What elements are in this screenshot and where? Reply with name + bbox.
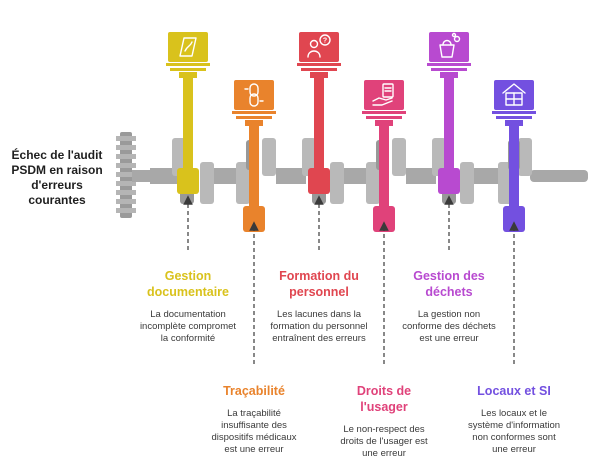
piston-ring — [301, 68, 337, 71]
piston-skirt — [505, 120, 523, 126]
piston-6 — [492, 80, 536, 232]
piston-ring — [236, 116, 272, 119]
piston-head — [234, 80, 274, 110]
cause-title: Droits de l'usager — [356, 384, 412, 414]
piston-5 — [427, 32, 471, 194]
piston-ring — [166, 63, 210, 66]
connecting-rod — [509, 122, 519, 210]
waste-bag-icon — [439, 32, 461, 58]
piston-head — [299, 32, 339, 62]
piston-2 — [232, 80, 276, 232]
piston-ring — [431, 68, 467, 71]
cause-label: Gestion documentaire La documentation inc… — [138, 268, 238, 345]
piston-ring — [496, 116, 532, 119]
rod-big-end — [438, 168, 460, 194]
connecting-rod — [444, 74, 454, 172]
rod-big-end — [373, 206, 395, 232]
cause-description: Les locaux et le système d'information n… — [467, 408, 561, 455]
cause-label: Locaux et SI Les locaux et le système d'i… — [466, 383, 562, 456]
cause-title: Formation du personnel — [279, 269, 359, 299]
cause-label: Gestion des déchets La gestion non confor… — [399, 268, 499, 345]
chain-link-icon — [244, 83, 264, 107]
piston-skirt — [179, 72, 197, 78]
rod-big-end — [243, 206, 265, 232]
cause-title: Traçabilité — [223, 384, 285, 398]
piston-1 — [166, 32, 210, 194]
cause-label: Traçabilité La traçabilité insuffisante d… — [209, 383, 299, 456]
rod-big-end — [503, 206, 525, 232]
cause-description: La gestion non conforme des déchets est … — [402, 309, 496, 344]
rod-big-end — [177, 168, 199, 194]
svg-text:?: ? — [323, 38, 327, 45]
piston-head — [364, 80, 404, 110]
piston-ring — [492, 111, 536, 114]
piston-skirt — [440, 72, 458, 78]
rod-big-end — [308, 168, 330, 194]
piston-skirt — [245, 120, 263, 126]
document-icon — [179, 37, 197, 57]
connecting-rod — [249, 122, 259, 210]
piston-ring — [362, 111, 406, 114]
piston-ring — [427, 63, 471, 66]
cause-title: Gestion des déchets — [413, 269, 485, 299]
person-question-icon: ? — [307, 34, 331, 58]
hand-document-icon — [372, 83, 394, 106]
cause-description: La documentation incomplète compromet la… — [139, 309, 237, 344]
connecting-rod — [183, 74, 193, 172]
cause-title: Locaux et SI — [477, 384, 551, 398]
cause-title: Gestion documentaire — [147, 269, 229, 299]
cause-label: Droits de l'usager Le non-respect des dro… — [339, 383, 429, 460]
piston-4 — [362, 80, 406, 232]
connecting-rod — [314, 74, 324, 172]
piston-skirt — [375, 120, 393, 126]
cause-description: Les lacunes dans la formation du personn… — [270, 309, 368, 344]
connecting-rod — [379, 122, 389, 210]
piston-skirt — [310, 72, 328, 78]
cause-description: La traçabilité insuffisante des disposit… — [211, 408, 297, 455]
piston-ring — [232, 111, 276, 114]
piston-3: ? — [297, 32, 341, 194]
piston-ring — [366, 116, 402, 119]
piston-ring — [297, 63, 341, 66]
building-network-icon — [502, 83, 526, 106]
cause-description: Le non-respect des droits de l'usager es… — [340, 424, 428, 459]
main-title: Échec de l'audit PSDM en raison d'erreur… — [11, 148, 103, 207]
piston-ring — [170, 68, 206, 71]
